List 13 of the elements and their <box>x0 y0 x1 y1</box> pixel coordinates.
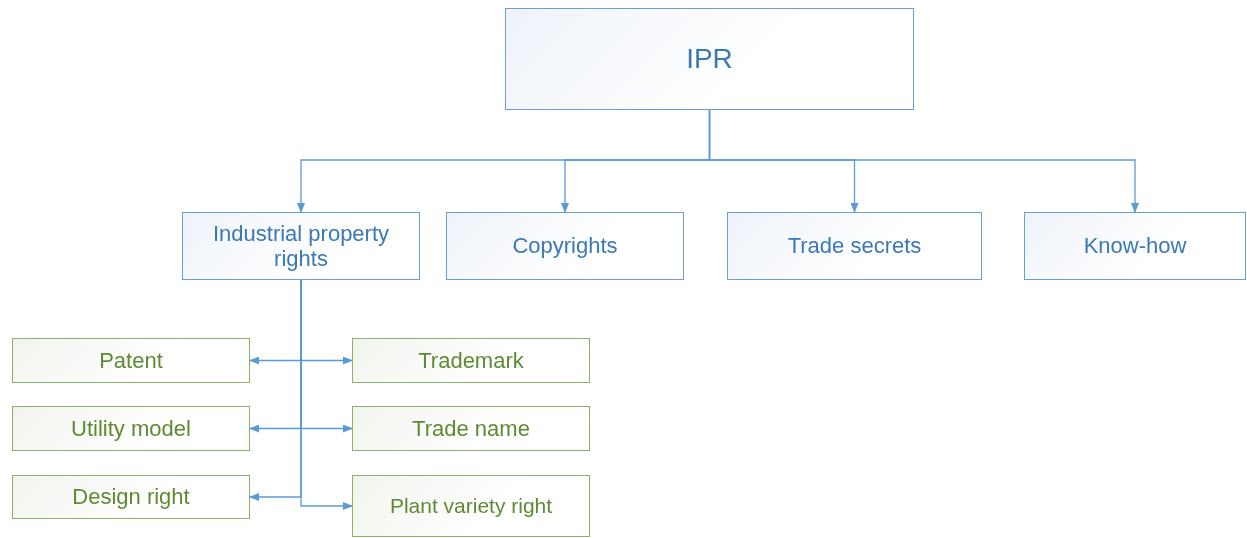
subcategory-box: Trademark <box>352 338 590 383</box>
arrow <box>300 279 353 510</box>
arrow <box>708 109 1139 213</box>
category-box: Trade secrets <box>727 212 982 280</box>
subcategory-box: Patent <box>12 338 250 383</box>
category-box: Industrial property rights <box>182 212 420 280</box>
subcategory-box: Plant variety right <box>352 475 590 537</box>
subcategory-box: Utility model <box>12 406 250 451</box>
subcategory-box: Trade name <box>352 406 590 451</box>
category-box: Copyrights <box>446 212 684 280</box>
subcategory-box: Design right <box>12 475 250 519</box>
category-box: Know-how <box>1024 212 1246 280</box>
root-box: IPR <box>505 8 914 110</box>
